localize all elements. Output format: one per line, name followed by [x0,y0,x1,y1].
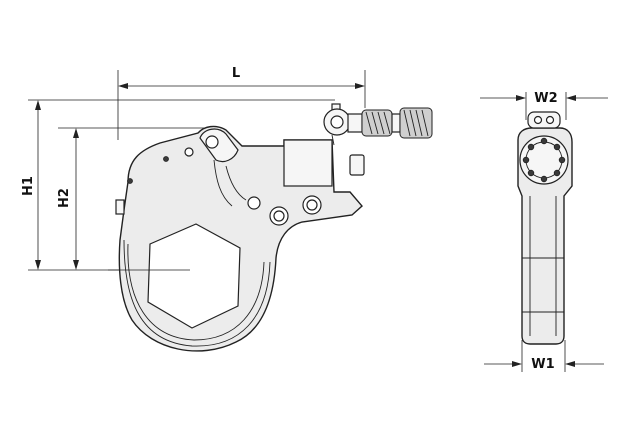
dimension-h1: H1 [21,99,335,271]
hex-socket [147,223,241,329]
front-view: W2 W1 [480,91,608,372]
dimension-h2: H2 [57,127,215,270]
front-swivel [527,111,561,129]
front-body [517,127,573,345]
pin-plunger [349,154,365,176]
small-pin-2 [163,156,169,162]
swivel-fitting [323,103,363,146]
hose-coupler [361,107,433,139]
ring-outer-contour [123,239,271,347]
dimension-l-label: L [232,66,240,81]
side-stud [115,199,125,215]
side-view: L H1 H2 [21,66,433,352]
dimension-h1-label: H1 [21,176,36,196]
dimension-h2-label: H2 [57,188,72,208]
screw-2-inner [273,210,285,222]
small-pin-1 [184,147,194,157]
dimension-w1-label: W1 [531,357,554,372]
dimension-w1: W1 [484,340,604,372]
cap-bolts [522,137,566,183]
pivot-pin [205,135,219,149]
small-pin-3 [127,178,133,184]
screw-3-inner [306,199,318,211]
dimension-w2: W2 [480,91,608,120]
dimension-w2-label: W2 [534,91,557,106]
screw-1 [247,196,261,210]
ring-inner-contour [127,243,265,341]
cylinder-housing [283,139,333,187]
